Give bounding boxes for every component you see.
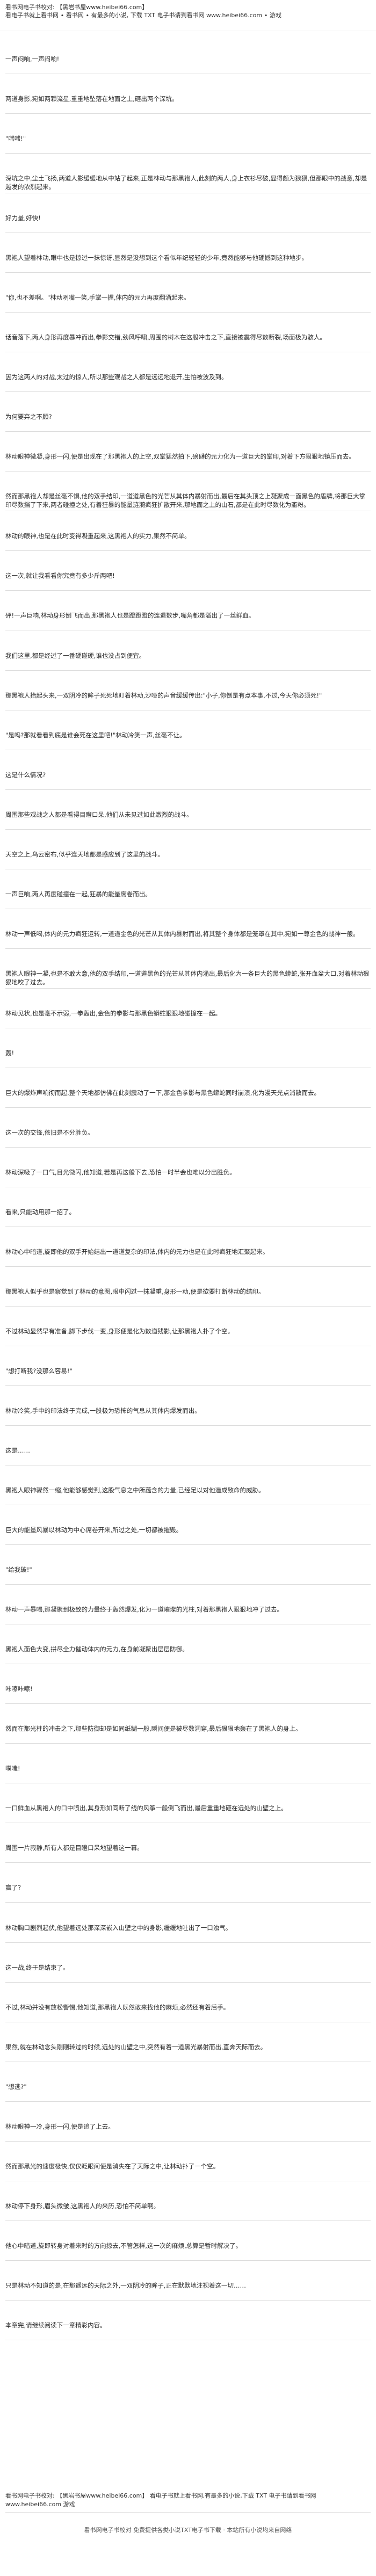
paragraph: 咔嚓咔嚓! [5, 1664, 371, 1704]
paragraph: "嗤嗤!" [5, 114, 371, 154]
paragraph: 然而在那光柱的冲击之下,那些防御却是如同纸糊一般,瞬间便是被尽数洞穿,最后狠狠地… [5, 1704, 371, 1744]
paragraph: 轰! [5, 1028, 371, 1068]
paragraph: 林动深吸了一口气,目光微闪,他知道,若是再这般下去,恐怕一时半会也难以分出胜负。 [5, 1148, 371, 1187]
paragraph: "给我破!" [5, 1545, 371, 1585]
header-line-1: 看书网电子书校对: 【黑岩书屋www.heibei66.com】 [5, 4, 148, 11]
paragraph: 然而那黑袍人却是丝毫不惧,他的双手结印,一道道黑色的光芒从其体内暴射而出,最后在… [5, 471, 371, 512]
paragraph: 林动一声暴喝,那凝聚到极致的力量终于轰然爆发,化为一道璀璨的光柱,对着那黑袍人狠… [5, 1585, 371, 1625]
paragraph: 我们这里,都是经过了一番硬碰硬,谁也没占到便宜。 [5, 630, 371, 671]
paragraph: 好力量,好快! [5, 193, 371, 234]
paragraph: 看来,只能动用那一招了。 [5, 1187, 371, 1227]
paragraph: 两道身影,宛如两颗流星,重重地坠落在地面之上,砸出两个深坑。 [5, 74, 371, 114]
paragraph: 果然,就在林动念头刚刚转过的时候,远处的山壁之中,突然有着一道黑光暴射而出,直奔… [5, 2022, 371, 2062]
paragraph: 黑袍人面色大变,拼尽全力催动体内的元力,在身前凝聚出层层防御。 [5, 1624, 371, 1665]
paragraph: 话音落下,两人身形再度暴冲而出,拳影交错,劲风呼啸,周围的树木在这般冲击之下,直… [5, 313, 371, 353]
paragraph: 黑袍人望着林动,眼中也是掠过一抹惊讶,显然是没想到这个看似年纪轻轻的少年,竟然能… [5, 233, 371, 273]
paragraph: 林动一声低喝,体内的元力疯狂运转,一道道金色的光芒从其体内暴射而出,将其整个身体… [5, 909, 371, 949]
paragraph: 砰!一声巨响,林动身形倒飞而出,那黑袍人也是蹬蹬蹬的连退数步,嘴角都是溢出了一丝… [5, 591, 371, 631]
paragraph: 只是林动不知道的是,在那遥远的天际之外,一双阴冷的眸子,正在默默地注视着这一切…… [5, 2261, 371, 2301]
site-header: 看书网电子书校对: 【黑岩书屋www.heibei66.com】 看电子书就上看… [0, 0, 376, 31]
paragraph: 林动胸口剧烈起伏,他望着远处那深深嵌入山壁之中的身影,缓缓地吐出了一口浊气。 [5, 1903, 371, 1943]
paragraph: 赢了? [5, 1863, 371, 1903]
paragraph: 巨大的爆炸声响彻而起,整个天地都仿佛在此刻震动了一下,那金色拳影与黑色蟒蛇同时崩… [5, 1068, 371, 1108]
footer-notice: 看书网电子书校对: 【黑岩书屋www.heibei66.com】 看电子书就上看… [5, 2492, 371, 2513]
paragraph: 林动眼神一冷,身形一闪,便是追了上去。 [5, 2102, 371, 2142]
paragraph: 这是…… [5, 1426, 371, 1466]
paragraph: 深坑之中,尘土飞扬,两道人影缓缓地从中站了起来,正是林动与那黑袍人,此刻的两人,… [5, 154, 371, 194]
paragraph: 因为这两人的对战,太过的惊人,所以那些观战之人都是远远地退开,生怕被波及到。 [5, 352, 371, 393]
paragraph: 这一次的交锋,依旧是不分胜负。 [5, 1108, 371, 1148]
paragraph: 然而那黑光的速度极快,仅仅眨眼间便是消失在了天际之中,让林动扑了一个空。 [5, 2142, 371, 2181]
site-footer: 看书网电子书校对: 【黑岩书屋www.heibei66.com】 看电子书就上看… [0, 2492, 376, 2534]
paragraph: 这是什么情况? [5, 750, 371, 790]
footer-line: 看书网电子书校对 免费提供各类小说TXT电子书下载 · 本站所有小说均来自网络 [84, 2527, 292, 2534]
paragraph: 他心中暗道,旋即转身对着来时的方向掠去,不管怎样,这一次的麻烦,总算是暂时解决了… [5, 2221, 371, 2261]
paragraph: 黑袍人眼神一凝,也是不敢大意,他的双手结印,一道道黑色的光芒从其体内涌出,最后化… [5, 949, 371, 989]
paragraph: 林动眼神微凝,身形一闪,便是出现在了那黑袍人的上空,双掌猛然拍下,磅礴的元力化为… [5, 432, 371, 472]
paragraph: 一声闷响,一声闷响! [5, 34, 371, 75]
paragraph: 为何要弃之不顾? [5, 392, 371, 432]
paragraph: "想打断我?没那么容易!" [5, 1346, 371, 1387]
paragraph: 不过,林动并没有放松警惕,他知道,那黑袍人既然敢来找他的麻烦,必然还有着后手。 [5, 1983, 371, 2022]
header-line-2: 看电子书就上看书网 ∙ 看书网 ∙ 有最多的小说, 下载 TXT 电子书请到看书… [5, 12, 281, 19]
paragraph: 这一次,就让我看看你究竟有多少斤两吧! [5, 551, 371, 591]
paragraph: 巨大的能量风暴以林动为中心席卷开来,所过之处,一切都被摧毁。 [5, 1505, 371, 1545]
chapter-text: 一声闷响,一声闷响!两道身影,宛如两颗流星,重重地坠落在地面之上,砸出两个深坑。… [0, 31, 376, 2496]
paragraph: 周围那些观战之人都是看得目瞪口呆,他们从未见过如此激烈的战斗。 [5, 790, 371, 830]
paragraph: 林动心中暗道,旋即他的双手开始结出一道道复杂的印法,体内的元力也是在此时疯狂地汇… [5, 1227, 371, 1267]
paragraph: 那黑袍人似乎也是察觉到了林动的意图,眼中闪过一抹凝重,身形一动,便是欲要打断林动… [5, 1267, 371, 1307]
paragraph: 那黑袍人抬起头来,一双阴冷的眸子死死地盯着林动,沙哑的声音缓缓传出:"小子,你倒… [5, 671, 371, 710]
paragraph: 一声巨响,两人再度碰撞在一起,狂暴的能量席卷而出。 [5, 869, 371, 909]
paragraph: 一口鲜血从黑袍人的口中喷出,其身形如同断了线的风筝一般倒飞而出,最后重重地砸在远… [5, 1783, 371, 1824]
paragraph: 周围一片寂静,所有人都是目瞪口呆地望着这一幕。 [5, 1823, 371, 1863]
paragraph: 林动见状,也是毫不示弱,一拳轰出,金色的拳影与那黑色蟒蛇狠狠地碰撞在一起。 [5, 989, 371, 1028]
paragraph: 本章完,请继续阅读下一章精彩内容。 [5, 2301, 371, 2340]
paragraph: "你,也不差啊。"林动咧嘴一笑,手掌一握,体内的元力再度翻涌起来。 [5, 273, 371, 313]
paragraph: 噗嗤! [5, 1744, 371, 1784]
paragraph: 林动冷笑,手中的印法终于完成,一股极为恐怖的气息从其体内爆发而出。 [5, 1386, 371, 1426]
paragraph: 林动停下身形,眉头微皱,这黑袍人的来历,恐怕不简单啊。 [5, 2181, 371, 2221]
paragraph: 不过林动显然早有准备,脚下步伐一变,身形便是化为数道残影,让那黑袍人扑了个空。 [5, 1307, 371, 1347]
paragraph: 黑袍人眼神骤然一缩,他能够感觉到,这股气息之中所蕴含的力量,已经足以对他造成致命… [5, 1465, 371, 1506]
paragraph: "是吗?那就看看到底是谁会死在这里吧!"林动冷笑一声,丝毫不让。 [5, 710, 371, 750]
paragraph: 天空之上,乌云密布,似乎连天地都是感应到了这里的战斗。 [5, 830, 371, 869]
paragraph: 这一战,终于是结束了。 [5, 1943, 371, 1983]
paragraph: "想逃?" [5, 2062, 371, 2102]
paragraph: 林动的眼神,也是在此时变得凝重起来,这黑袍人的实力,果然不简单。 [5, 511, 371, 552]
